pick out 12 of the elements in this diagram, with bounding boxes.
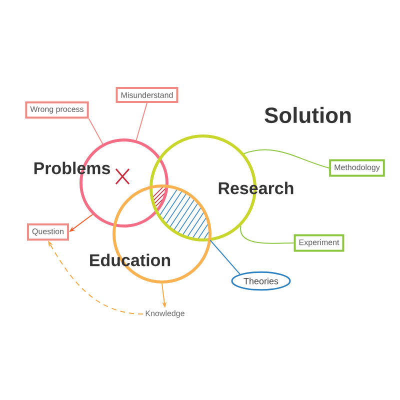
label-box: Wrong process [25, 101, 89, 119]
connector-line [210, 240, 240, 275]
connector-line [136, 102, 148, 141]
label-box: Misunderstand [116, 87, 178, 103]
heading: Solution [264, 106, 351, 124]
connector-line [240, 225, 294, 244]
connector-line [88, 118, 104, 144]
label-box: Methodology [329, 159, 385, 177]
connector-line [243, 149, 330, 168]
label-box: Question [27, 223, 69, 241]
label-box: Experiment [294, 234, 344, 252]
text-label: Knowledge [146, 310, 184, 318]
